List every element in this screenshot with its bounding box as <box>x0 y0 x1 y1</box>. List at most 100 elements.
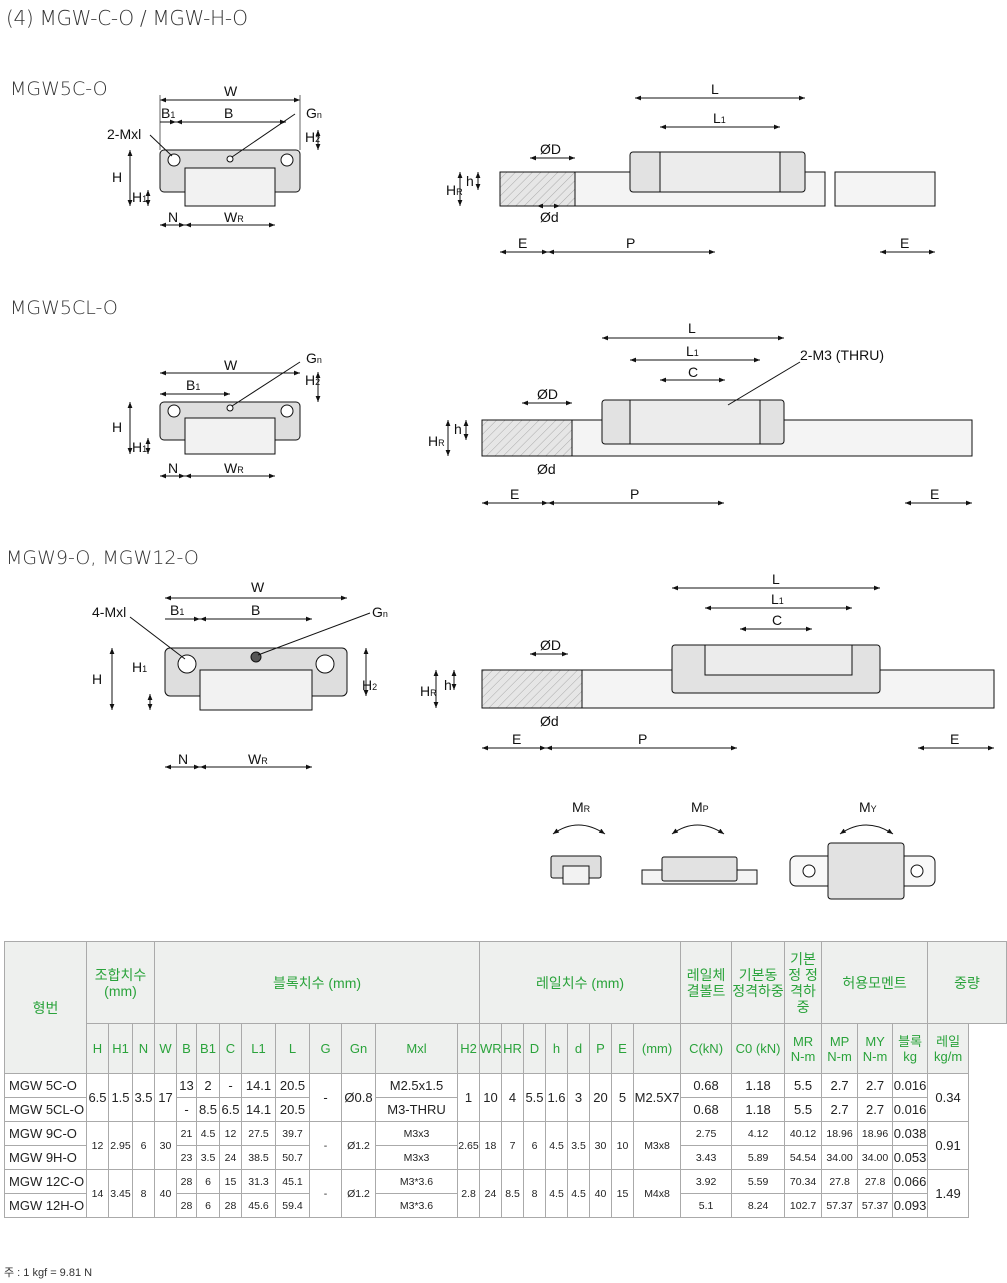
subheader-row: H H1 N W B B1 C L1 L G Gn Mxl H2 WR HR D… <box>5 1023 1007 1074</box>
cell-mxl: M3x3 <box>375 1121 458 1146</box>
cell-mp: 34.00 <box>821 1145 859 1170</box>
cell-b: 13 <box>176 1073 197 1098</box>
sh-h2: H2 <box>457 1023 480 1074</box>
cell-mxl: M3-THRU <box>375 1097 458 1122</box>
cell-block-kg: 0.066 <box>892 1169 929 1194</box>
dim-h2-cl: H2 <box>305 372 320 388</box>
dim-c-cl: C <box>688 364 698 380</box>
cell-mxl: M3*3.6 <box>375 1193 458 1218</box>
cell-h1: 2.95 <box>108 1121 133 1170</box>
cell-gn: Ø1.2 <box>341 1169 376 1218</box>
cell-rail-kgm: 1.49 <box>927 1169 970 1218</box>
sh-w: W <box>154 1023 177 1074</box>
cell-model: MGW 5CL-O <box>4 1097 87 1122</box>
cell-c0kn: 5.59 <box>731 1169 786 1194</box>
cell-rail-kgm: 0.34 <box>927 1073 970 1122</box>
th-moment: 허용모멘트 <box>821 941 929 1024</box>
sh-p: P <box>589 1023 612 1074</box>
dim-l1-cl: L1 <box>686 343 699 359</box>
cell-bolt: M3x8 <box>632 1121 682 1170</box>
cell-b: - <box>176 1097 197 1122</box>
th-sta: 기본정 정격하중 <box>784 941 823 1024</box>
dim-h: H <box>112 169 122 185</box>
cell-rail-kgm: 0.91 <box>927 1121 970 1170</box>
dim-l: L <box>711 81 719 97</box>
cell-mxl: M2.5x1.5 <box>375 1073 458 1098</box>
dim-od-cl: ØD <box>537 386 558 402</box>
cell-p: 40 <box>589 1169 612 1218</box>
cell-my: 27.8 <box>857 1169 894 1194</box>
cell-model: MGW 9C-O <box>4 1121 87 1146</box>
cell-mr: 70.34 <box>784 1169 823 1194</box>
cell-l1: 27.5 <box>241 1121 276 1146</box>
dim-gn: Gn <box>306 105 322 121</box>
cell-d-small: 3 <box>567 1073 590 1122</box>
cell-l: 45.1 <box>275 1169 310 1194</box>
moment-mr: MR <box>572 799 591 815</box>
dim-p-cl: P <box>630 486 639 502</box>
cell-hr: 4 <box>501 1073 524 1122</box>
th-weight: 중량 <box>927 941 1007 1024</box>
dim-w-cl: W <box>224 357 238 373</box>
cell-hr: 7 <box>501 1121 524 1170</box>
dim-h-9: H <box>92 671 102 687</box>
dim-od-small-cl: Ød <box>537 461 556 477</box>
sh-d-small: d <box>567 1023 590 1074</box>
cell-my: 2.7 <box>857 1097 894 1122</box>
cell-ckn: 2.75 <box>680 1121 733 1146</box>
dim-e-right-9: E <box>950 731 959 747</box>
sh-h1: H1 <box>108 1023 133 1074</box>
dim-od-small: Ød <box>540 209 559 225</box>
dim-e: E <box>518 235 527 251</box>
model-title-mgw5c: MGW5C-O <box>10 78 108 100</box>
spec-table: 형번 조합치수 (mm) 블록치수 (mm) 레일치수 (mm) 레일체 결볼트… <box>4 941 1007 1218</box>
cell-e: 5 <box>611 1073 634 1122</box>
sh-gn: Gn <box>341 1023 376 1074</box>
model-title-mgw9-12: MGW9-O, MGW12-O <box>6 547 199 569</box>
cell-h-small: 4.5 <box>545 1121 568 1170</box>
mgw5cl-end-view <box>127 361 321 479</box>
dim-h2-9: H2 <box>362 677 377 693</box>
cell-c0kn: 1.18 <box>731 1073 786 1098</box>
sh-l1: L1 <box>241 1023 276 1074</box>
table-row: MGW 9C-O 12 2.95 6 30 21 4.5 12 27.5 39.… <box>4 1121 1007 1170</box>
dim-w-9: W <box>251 579 265 595</box>
cell-h-small: 1.6 <box>545 1073 568 1122</box>
cell-model: MGW 9H-O <box>4 1145 87 1170</box>
sh-n: N <box>132 1023 155 1074</box>
cell-mp: 18.96 <box>821 1121 859 1146</box>
table-row: MGW 9H-O 23 3.5 24 38.5 50.7 M3x3 3.43 5… <box>4 1145 1007 1170</box>
model-title-mgw5cl: MGW5CL-O <box>10 297 118 319</box>
dim-wr: WR <box>224 209 244 225</box>
cell-c: 28 <box>219 1193 242 1218</box>
cell-l: 20.5 <box>275 1097 310 1122</box>
sh-l: L <box>275 1023 310 1074</box>
cell-block-kg: 0.016 <box>892 1073 929 1098</box>
sh-h: H <box>86 1023 109 1074</box>
section-title: (4) MGW-C-O / MGW-H-O <box>6 6 248 30</box>
cell-mxl: M3*3.6 <box>375 1169 458 1194</box>
cell-d-small: 3.5 <box>567 1121 590 1170</box>
cell-b1: 3.5 <box>196 1145 220 1170</box>
cell-h2: 2.65 <box>457 1121 480 1170</box>
cell-mr: 5.5 <box>784 1073 823 1098</box>
cell-mxl: M3x3 <box>375 1145 458 1170</box>
dim-l1: L1 <box>713 110 726 126</box>
dim-wr-9: WR <box>248 751 268 767</box>
dim-n-cl: N <box>168 460 178 476</box>
cell-l: 59.4 <box>275 1193 310 1218</box>
cell-l: 39.7 <box>275 1121 310 1146</box>
dim-w: W <box>224 83 238 99</box>
dim-h1-9: H1 <box>132 659 147 675</box>
cell-b1: 4.5 <box>196 1121 220 1146</box>
moment-mp: MP <box>691 799 709 815</box>
cell-b: 21 <box>176 1121 197 1146</box>
cell-wr: 24 <box>479 1169 502 1218</box>
footnote: 주 : 1 kgf = 9.81 N <box>4 1267 93 1279</box>
cell-my: 18.96 <box>857 1121 894 1146</box>
dim-b: B <box>224 105 233 121</box>
sh-g: G <box>309 1023 342 1074</box>
dim-b-9: B <box>251 602 260 618</box>
cell-c0kn: 4.12 <box>731 1121 786 1146</box>
dim-p-9: P <box>638 731 647 747</box>
